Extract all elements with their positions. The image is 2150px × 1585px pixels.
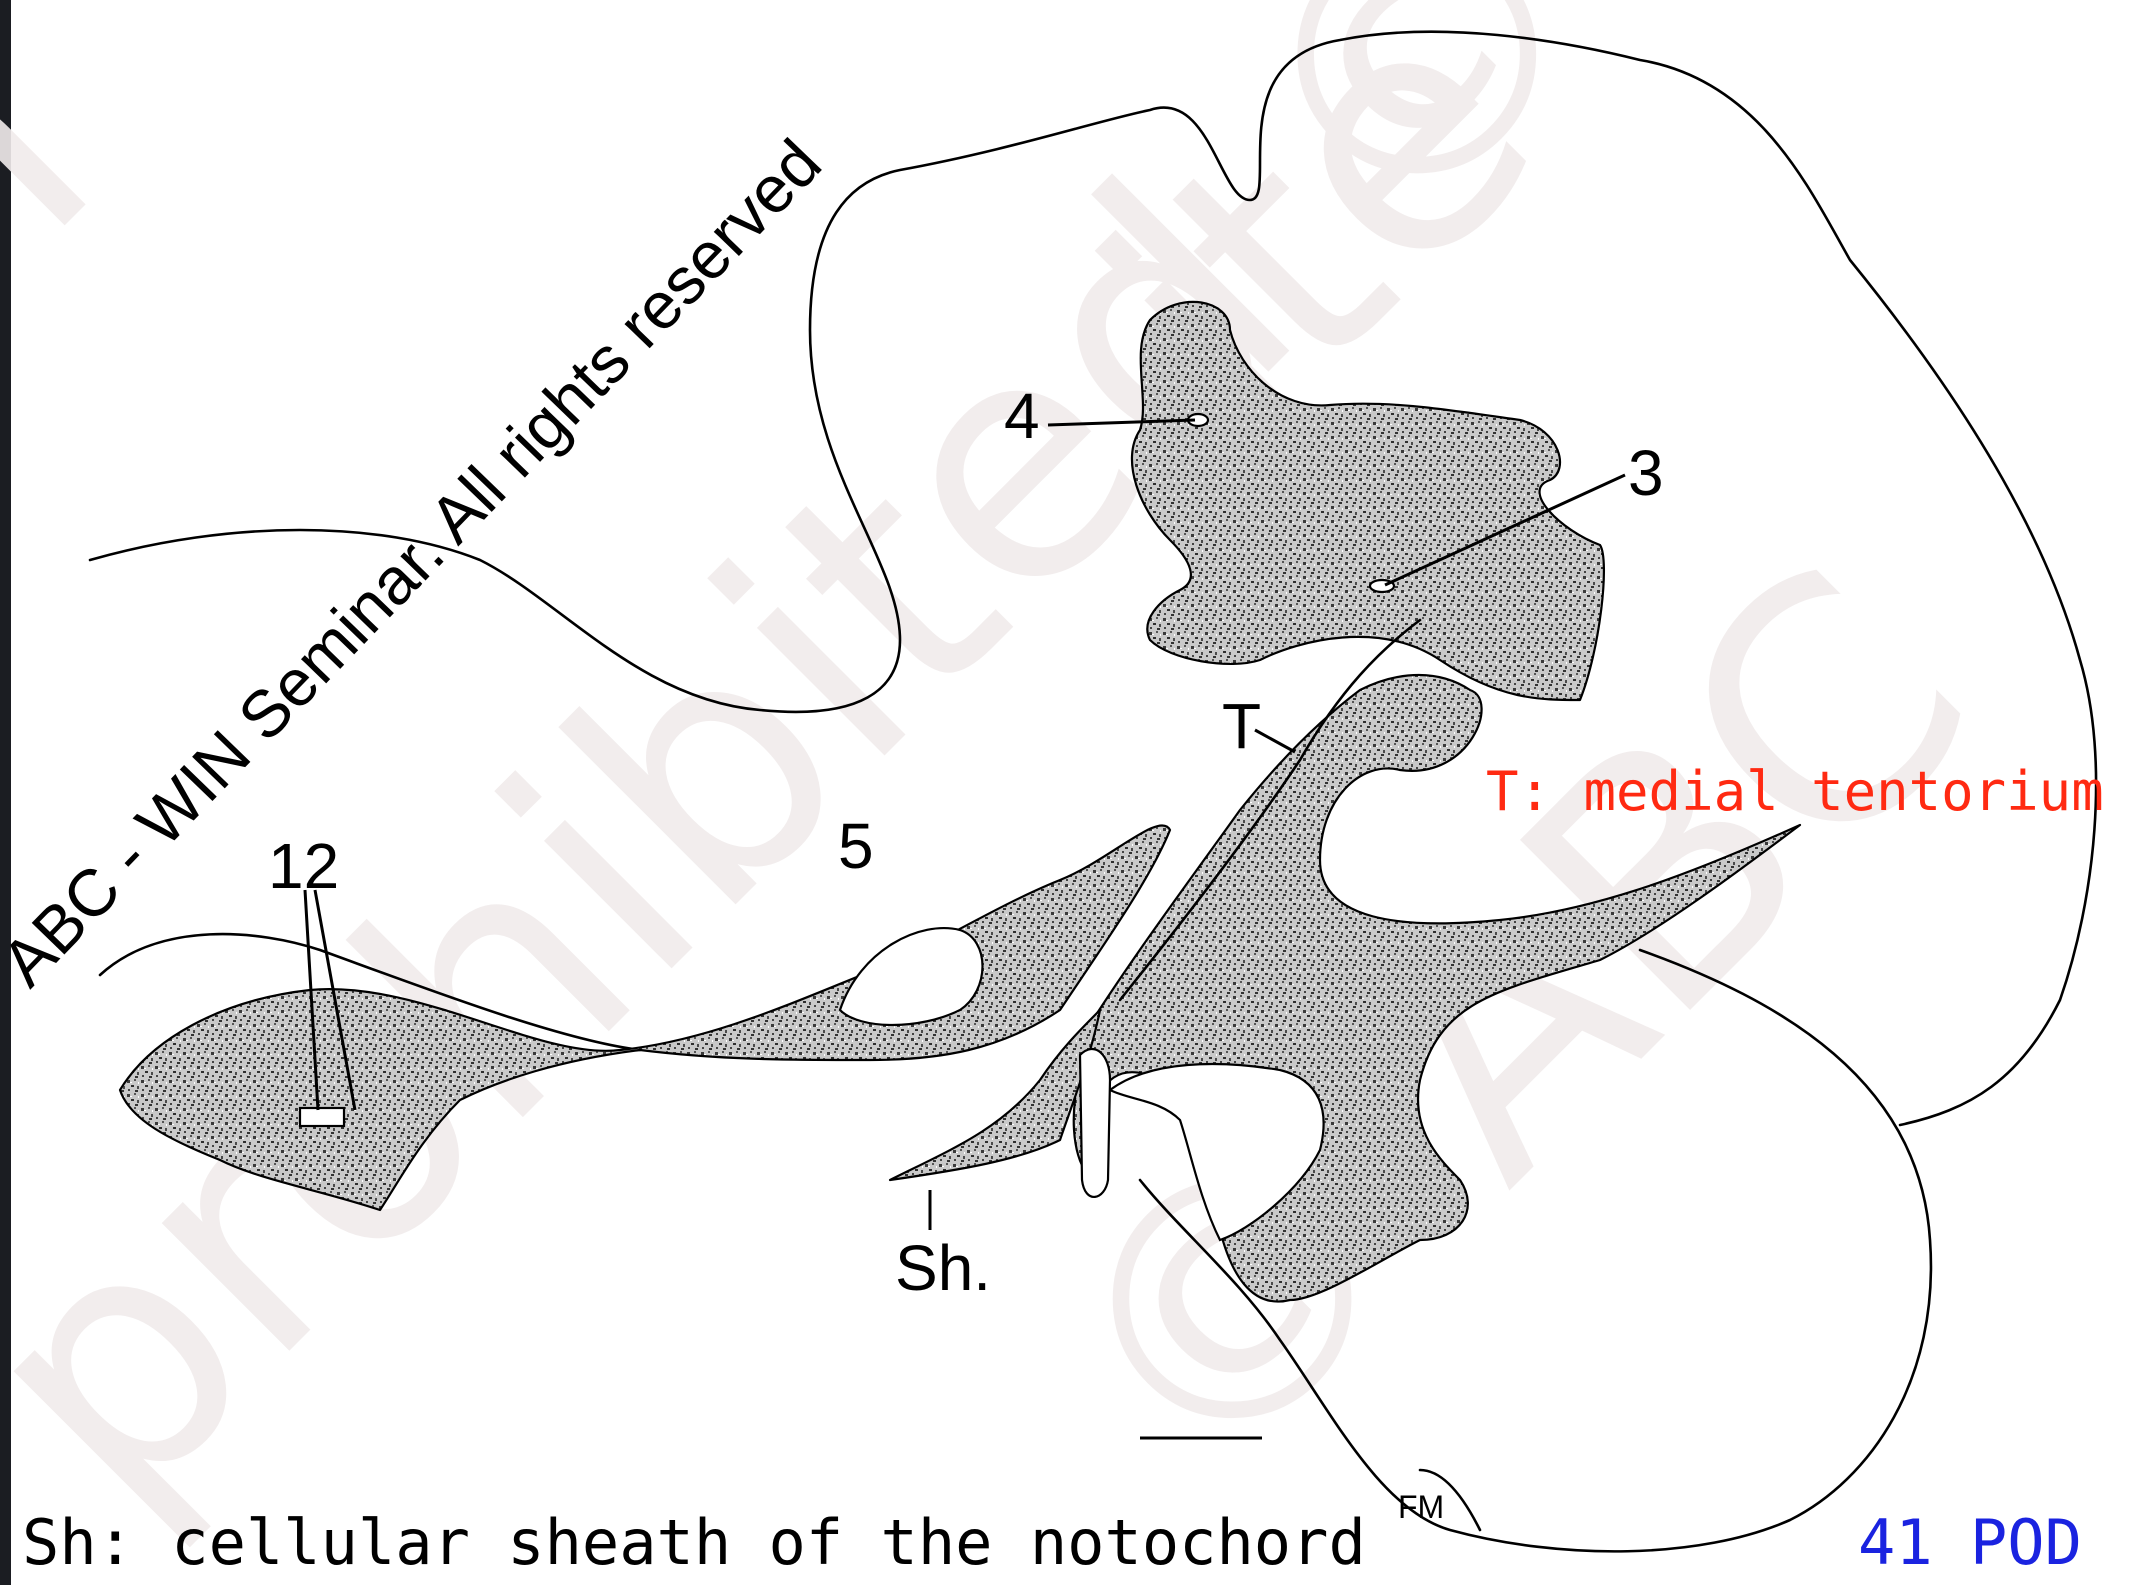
svg-text:n: n (0, 0, 161, 388)
label-fm: FM (1398, 1489, 1444, 1525)
label-sh: Sh. (895, 1232, 991, 1304)
label-t: T (1222, 690, 1261, 762)
tentorium-caption: T: medial tentorium (1486, 760, 2104, 823)
notochord-capsule (1080, 1049, 1110, 1197)
label-3: 3 (1628, 437, 1664, 509)
opening-5 (840, 928, 983, 1025)
stage-caption: 41 POD (1858, 1506, 2082, 1579)
sheath-caption: Sh: cellular sheath of the notochord (22, 1506, 1366, 1579)
label-4: 4 (1004, 380, 1040, 452)
opening-12 (300, 1108, 344, 1126)
label-12: 12 (268, 830, 339, 902)
label-5: 5 (838, 810, 874, 882)
